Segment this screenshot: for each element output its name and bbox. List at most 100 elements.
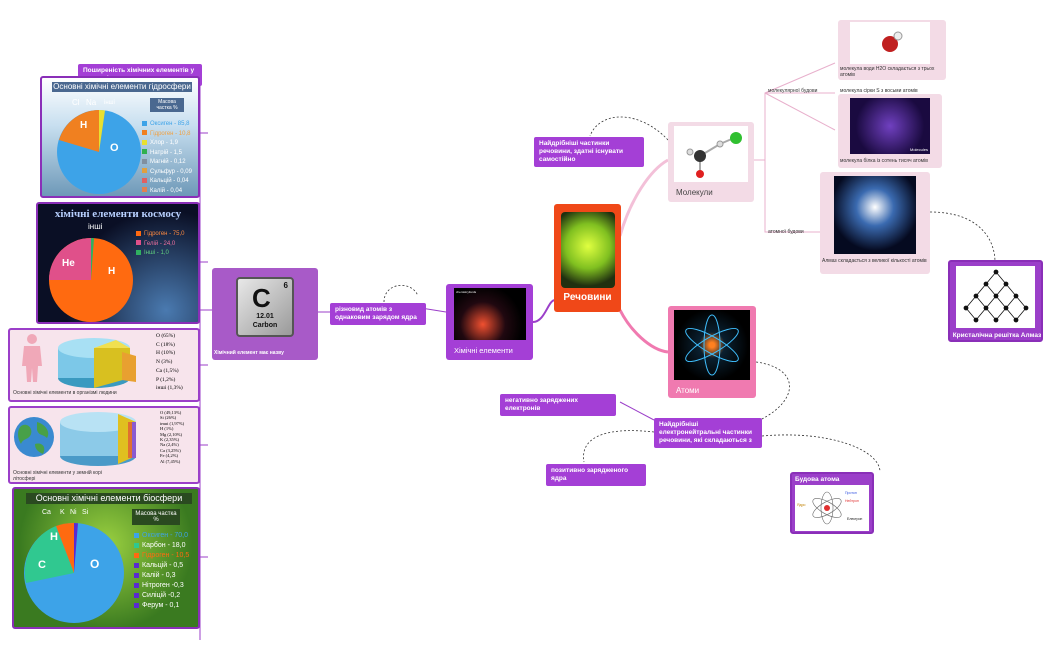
carbon-node[interactable]: 6 C 12.01 Carbon Хімічний елемент має на… bbox=[212, 268, 318, 360]
biosphere-title: Основні хімічні елементи біосфери bbox=[26, 493, 192, 504]
electrons-tag[interactable]: негативно заряджених електронів bbox=[500, 394, 616, 417]
carbon-caption: Хімічний елемент має назву bbox=[214, 350, 284, 356]
legend-row: Оксиген - 70,0 bbox=[134, 531, 189, 541]
legend-row: Інші - 1,0 bbox=[136, 249, 184, 259]
list-item: інші (1,97%) bbox=[160, 420, 185, 426]
list-item: Na (2,4%) bbox=[160, 442, 179, 448]
legend-row: Оксиген - 85,8 bbox=[142, 120, 192, 130]
atom-structure-card[interactable]: Будова атома Ядро Протон Нейтрон Електро… bbox=[790, 472, 874, 534]
legend-row: Калій - 0,3 bbox=[134, 571, 189, 581]
carbon-mass: 12.01 bbox=[256, 313, 274, 320]
water-caption: молекула води Н2О складається з трьох ат… bbox=[840, 66, 935, 78]
cosmos-pie-h: H bbox=[108, 266, 116, 277]
list-item: O (65%) bbox=[156, 333, 176, 339]
legend-row: Гелій - 24,0 bbox=[136, 240, 184, 250]
hydrosphere-card[interactable]: Основні хімічні елементи гідросфери Cl N… bbox=[40, 76, 200, 198]
human-items: O (65%) C (18%) H (10%) N (3%) Ca (1,5%)… bbox=[156, 332, 183, 393]
globe-icon bbox=[14, 417, 54, 457]
protein-caption: молекула білка із сотень тисяч атомів bbox=[840, 158, 928, 164]
crystal-lattice-card[interactable]: Кристалічна решітка Алмаз bbox=[948, 260, 1043, 342]
list-item: Ca (3,25%) bbox=[160, 447, 181, 453]
hydrosphere-top-label-cl: Cl bbox=[72, 98, 80, 107]
water-molecule-card[interactable]: молекула води Н2О складається з трьох ат… bbox=[838, 20, 946, 80]
legend-row: Карбон - 18,0 bbox=[134, 541, 189, 551]
list-item: O (49,13%) bbox=[160, 410, 182, 415]
lattice-caption: Кристалічна решітка Алмаз bbox=[952, 332, 1042, 339]
cosmos-pie bbox=[49, 238, 133, 322]
legend-row: Нітроген -0,3 bbox=[134, 581, 189, 591]
list-item: інші (1,3%) bbox=[156, 385, 183, 392]
legend-row: Гідроген - 10,8 bbox=[142, 130, 192, 140]
atom-structure-image: Ядро Протон Нейтрон Електрон bbox=[795, 485, 869, 531]
earth-crust-card[interactable]: O (49,13%) Si (26%) інші (1,97%) H (1%) … bbox=[8, 406, 200, 484]
cosmos-pie-he: He bbox=[62, 258, 75, 269]
sulfur-caption: молекула сірки S з восьми атомів bbox=[840, 88, 918, 94]
list-item: C (18%) bbox=[156, 341, 175, 348]
hydrosphere-pie-o: O bbox=[110, 142, 119, 154]
legend-row: Гідроген - 10,5 bbox=[134, 551, 189, 561]
list-item: K (2,35%) bbox=[160, 437, 179, 443]
nucleus-tag[interactable]: позитивно зарядженого ядра bbox=[546, 464, 646, 487]
chemical-elements-node[interactable]: chemistryfonds Хімічні елементи bbox=[446, 284, 533, 360]
hydrosphere-pie bbox=[57, 110, 141, 194]
cosmos-card[interactable]: хімічні елементи космосу інші He H Гідро… bbox=[36, 202, 200, 324]
human-card[interactable]: O (65%) C (18%) H (10%) N (3%) Ca (1,5%)… bbox=[8, 328, 200, 402]
atoms-definition-tag[interactable]: Найдрібніші електронейтральні частинки р… bbox=[654, 418, 762, 449]
legend-row: Сульфур - 0,09 bbox=[142, 168, 192, 178]
list-item: N (3%) bbox=[156, 359, 173, 366]
legend-row: Кальцій - 0,5 bbox=[134, 561, 189, 571]
element-definition-tag[interactable]: різновид атомів з однаковим зарядом ядра bbox=[330, 303, 426, 326]
beaker-image bbox=[561, 212, 615, 288]
legend-row: Ферум - 0,1 bbox=[134, 601, 189, 611]
diamond-caption: Алмаз складається з великої кількості ат… bbox=[822, 258, 927, 264]
legend-row: Натрій - 1,5 bbox=[142, 149, 192, 159]
center-title: Речовини bbox=[563, 292, 612, 303]
earth-cylinder-chart bbox=[60, 412, 136, 466]
cosmos-legend: Гідроген - 75,0 Гелій - 24,0 Інші - 1,0 bbox=[136, 230, 184, 259]
hydrosphere-legend: Оксиген - 85,8 Гідроген - 10,8 Хлор - 1,… bbox=[142, 120, 192, 196]
carbon-symbol: C bbox=[252, 283, 271, 313]
human-cylinder-chart bbox=[58, 338, 136, 388]
protein-image: Molecules bbox=[850, 98, 930, 154]
atomic-structure-label: атомної будови bbox=[768, 229, 804, 235]
molecular-structure-label: молекулярної будови bbox=[768, 88, 818, 94]
legend-row: Магній - 0,12 bbox=[142, 158, 192, 168]
list-item: H (10%) bbox=[156, 350, 176, 357]
biosphere-pie bbox=[24, 522, 124, 623]
biosphere-mass-label: Масова частка % bbox=[132, 509, 180, 525]
earth-crust-caption: Основні хімічні елементи у земній корі л… bbox=[13, 470, 102, 482]
legend-row: Хлор - 1,9 bbox=[142, 139, 192, 149]
hydrosphere-title: Основні хімічні елементи гідросфери bbox=[52, 82, 192, 92]
carbon-tile: 6 C 12.01 Carbon bbox=[236, 277, 294, 337]
biosphere-top-si: Si bbox=[82, 509, 89, 516]
biosphere-pie-h: H bbox=[50, 531, 58, 543]
biosphere-top-k: K bbox=[60, 509, 65, 516]
molecules-definition-tag[interactable]: Найдрібніші частинки речовини, здатні іс… bbox=[534, 137, 644, 168]
molecules-node[interactable]: Молекули bbox=[668, 122, 754, 202]
biosphere-top-ca: Ca bbox=[42, 509, 51, 516]
biosphere-top-ni: Ni bbox=[70, 509, 77, 516]
hydrosphere-top-label-other: інші bbox=[104, 100, 115, 106]
carbon-name: Carbon bbox=[252, 322, 278, 329]
hydrosphere-pie-h: H bbox=[80, 120, 88, 131]
carbon-number: 6 bbox=[283, 281, 288, 290]
substances-center-node[interactable]: Речовини bbox=[554, 204, 621, 312]
atoms-node[interactable]: Атоми bbox=[668, 306, 756, 398]
cosmos-other-label: інші bbox=[88, 222, 103, 231]
legend-row: Калій - 0,04 bbox=[142, 187, 192, 197]
biosphere-pie-c: C bbox=[38, 559, 46, 571]
legend-row: Силіцій -0,2 bbox=[134, 591, 189, 601]
list-item: Al (7,45%) bbox=[160, 458, 181, 464]
biosphere-card[interactable]: Основні хімічні елементи біосфери Ca K N… bbox=[12, 487, 200, 629]
molecule-image bbox=[674, 126, 748, 182]
diamond-card[interactable]: Алмаз складається з великої кількості ат… bbox=[820, 172, 930, 274]
legend-row: Гідроген - 75,0 bbox=[136, 230, 184, 240]
atom-structure-title: Будова атома bbox=[795, 476, 840, 483]
chemical-elements-label: Хімічні елементи bbox=[454, 346, 513, 355]
legend-row: Кальцій - 0,04 bbox=[142, 177, 192, 187]
flame-image: chemistryfonds bbox=[454, 288, 526, 340]
protein-molecule-card[interactable]: Molecules молекула білка із сотень тисяч… bbox=[838, 94, 942, 168]
cosmos-title: хімічні елементи космосу bbox=[54, 208, 182, 220]
list-item: Si (26%) bbox=[160, 415, 177, 421]
biosphere-pie-o: O bbox=[90, 557, 100, 571]
